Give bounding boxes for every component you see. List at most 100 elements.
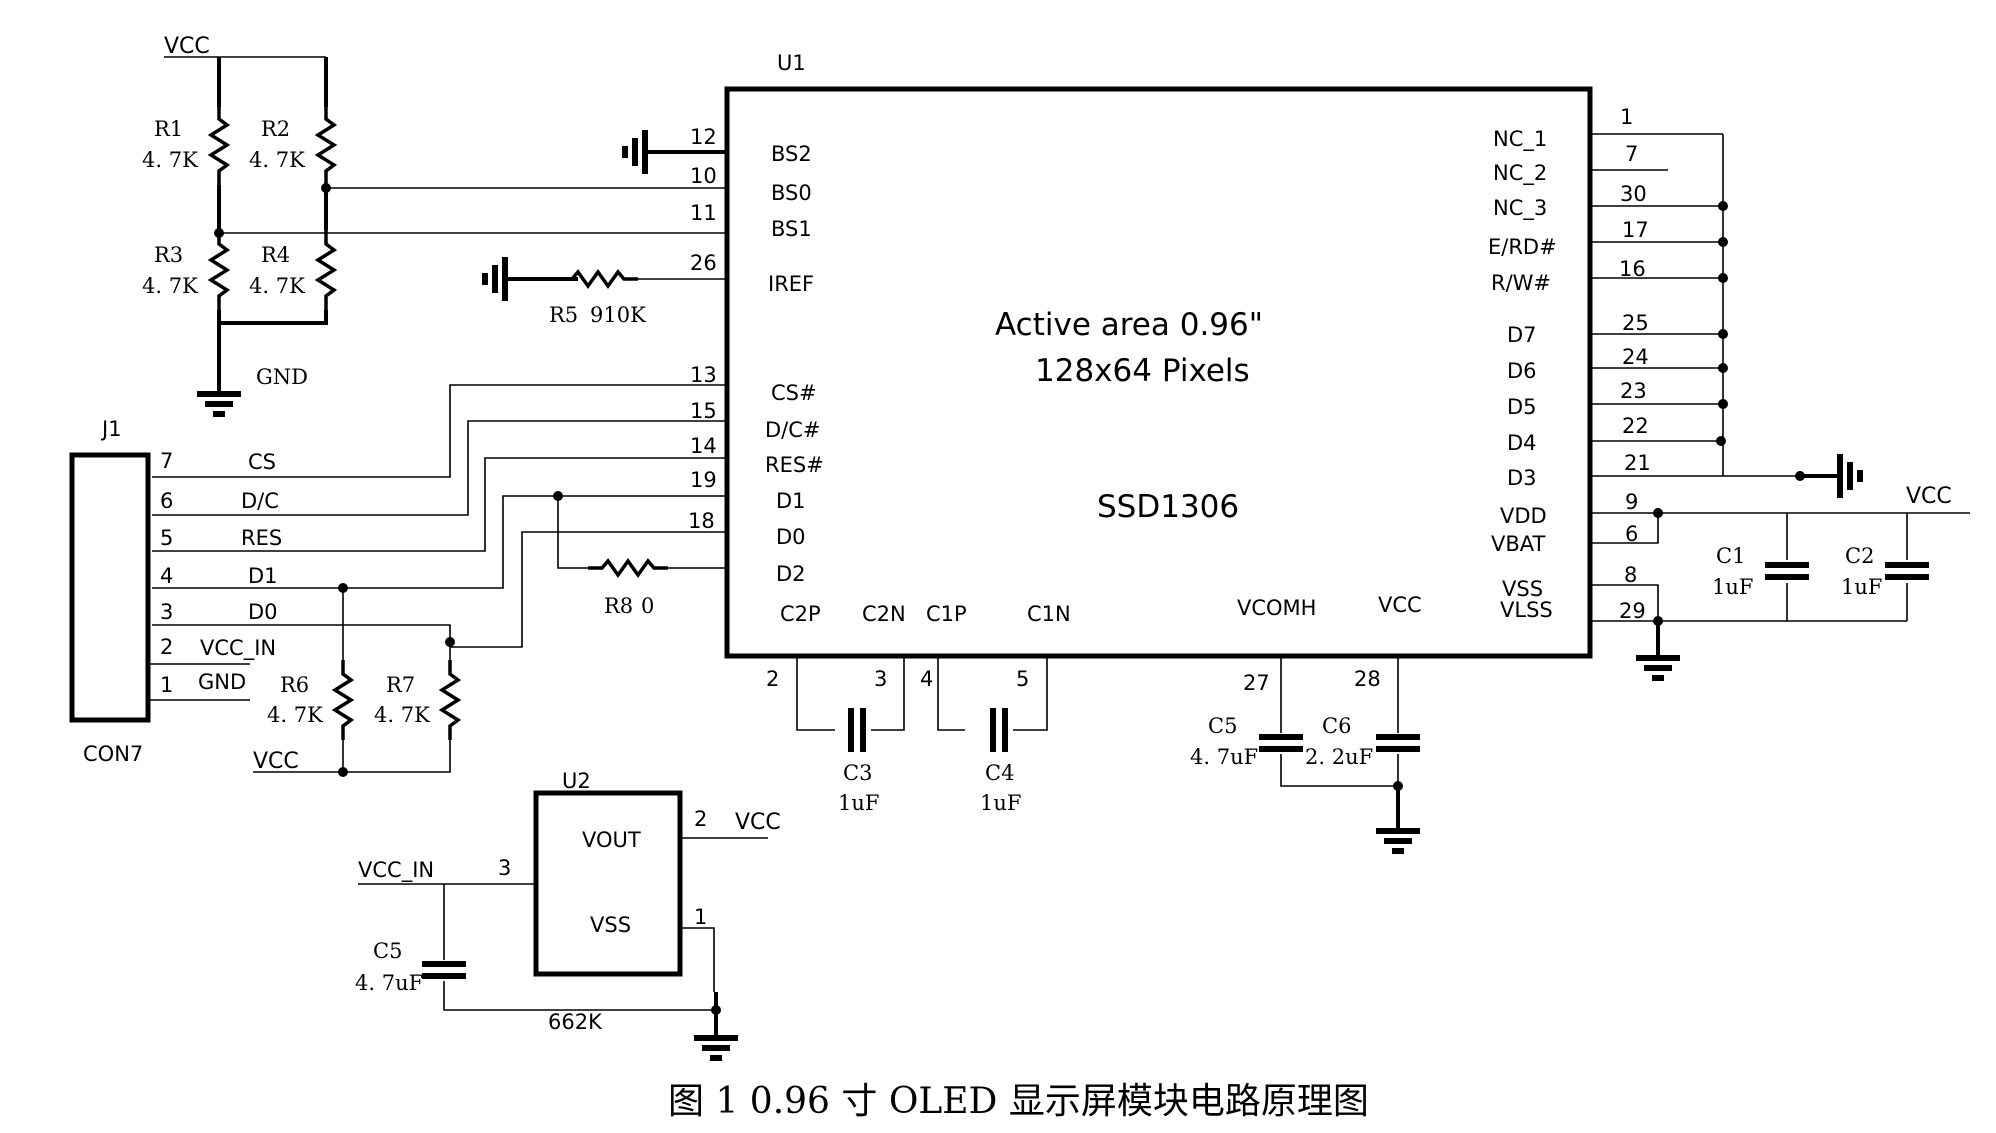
u1-ref: U1	[777, 51, 806, 75]
u1-pin-num: 9	[1625, 490, 1638, 514]
u2-pin-num: 3	[498, 856, 511, 880]
net-label-vcc: VCC	[1906, 484, 1952, 509]
u2-ref: U2	[562, 769, 591, 793]
wire	[871, 656, 905, 731]
wire-cs	[152, 384, 727, 478]
resistor-r1	[209, 103, 229, 187]
wire	[1590, 513, 1659, 544]
wire-r8	[557, 496, 600, 569]
junction	[1718, 363, 1728, 373]
u1-pin-name: D2	[776, 562, 806, 586]
j1-ref: J1	[100, 417, 122, 441]
j1-pin-num: 5	[160, 526, 173, 550]
resistor-ref: R1	[154, 117, 183, 141]
net-label-vcc: VCC	[735, 810, 781, 835]
junction	[338, 767, 348, 777]
u2-pin-num: 2	[694, 807, 707, 831]
u1-left-wiring	[152, 130, 727, 648]
u1-pin-num: 25	[1622, 311, 1649, 335]
u1-pin-name: D1	[776, 489, 806, 513]
u1-pin-num: 7	[1625, 142, 1638, 166]
ground-icon	[1636, 658, 1680, 678]
u1-pin-name: D0	[776, 525, 806, 549]
resistor-ref: R2	[261, 117, 290, 141]
u1-pin-num: 4	[920, 667, 933, 691]
j1-pin-num: 7	[160, 449, 173, 473]
capacitor-ref: C2	[1845, 544, 1874, 568]
u1-pin-name: D3	[1507, 466, 1537, 490]
j1-connector: J1 CON7 7 6 5 4 3 2 1 CS D/C RES D1 D0 V…	[69, 417, 282, 766]
capacitor-c3	[851, 708, 863, 752]
j1-pin-name: D/C	[241, 489, 279, 513]
resistor-value: 0	[641, 594, 654, 618]
resistor-ref: R4	[261, 243, 290, 267]
junction	[1716, 436, 1726, 446]
resistor-r7	[440, 658, 460, 742]
capacitor-c5-u2	[422, 964, 466, 976]
u1-pin-num: 8	[1624, 563, 1637, 587]
wire-d0	[152, 624, 451, 647]
u1-pin-num: 15	[690, 399, 717, 423]
wire	[253, 740, 451, 773]
u1-pin-name: NC_3	[1493, 196, 1547, 221]
capacitor-c5	[1259, 737, 1303, 749]
u1-body	[724, 86, 1593, 659]
u1-pin-num: 5	[1016, 667, 1029, 691]
wire	[680, 927, 715, 992]
u1-pin-name: D5	[1507, 395, 1537, 419]
capacitor-c4	[993, 708, 1005, 752]
net-label-gnd: GND	[256, 365, 308, 389]
wire	[1013, 656, 1048, 731]
u1-pin-name: E/RD#	[1488, 235, 1557, 259]
u1-pin-num: 1	[1620, 105, 1633, 129]
u1-pin-num: 16	[1619, 257, 1646, 281]
junction	[1718, 329, 1728, 339]
j1-pin-num: 6	[160, 489, 173, 513]
u1-pin-num: 17	[1622, 218, 1649, 242]
u1-pin-name: NC_2	[1493, 161, 1547, 186]
capacitor-ref: C4	[985, 761, 1014, 785]
u1-pin-name: VCC	[1378, 593, 1422, 617]
wire	[1590, 584, 1659, 621]
wire-dc	[152, 420, 727, 516]
u1-pin-name: BS2	[771, 142, 812, 166]
u1-pin-name: C1N	[1027, 602, 1071, 626]
j1-pin-name: D0	[248, 600, 278, 624]
j1-pin-num: 4	[160, 564, 173, 588]
resistor-value: 4. 7K	[267, 703, 323, 727]
capacitor-value: 1uF	[1841, 575, 1882, 599]
j1-pin-num: 2	[160, 635, 173, 659]
u1-pin-num: 22	[1622, 414, 1649, 438]
junction	[1718, 237, 1728, 247]
wire	[1280, 754, 1398, 787]
u2-regulator: U2 VOUT VSS 2 3 1 VCC VCC_IN C5 4. 7uF 6…	[355, 769, 781, 1058]
net-label-vcc-in: VCC_IN	[358, 858, 434, 883]
u1-pin-num: 27	[1243, 671, 1270, 695]
u1-pin-num: 12	[690, 125, 717, 149]
u1-pin-name: VDD	[1500, 504, 1547, 528]
u1-pin-name: D4	[1507, 431, 1537, 455]
resistor-value: 910K	[590, 303, 646, 327]
u1-pin-num: 28	[1354, 667, 1381, 691]
u1-pin-name: IREF	[768, 272, 814, 296]
resistor-value: 4. 7K	[249, 274, 305, 298]
wire	[443, 981, 716, 1011]
wire	[219, 310, 328, 325]
j1-pin-name: D1	[248, 564, 278, 588]
capacitor-value: 1uF	[1712, 575, 1753, 599]
u1-pin-num: 13	[690, 363, 717, 387]
resistor-r6	[333, 658, 353, 742]
u1-pin-name: D/C#	[765, 418, 821, 442]
u1-pin-num: 23	[1620, 379, 1647, 403]
u1-pin-num: 18	[688, 509, 715, 533]
capacitor-c2	[1885, 565, 1929, 577]
u1-pin-name: C2N	[862, 602, 906, 626]
j1-pin-name: CS	[248, 450, 276, 474]
u1-pin-num: 2	[766, 667, 779, 691]
u1-pin-name: D7	[1507, 323, 1537, 347]
pullup-resistors: VCC R6 4. 7K R7 4. 7K	[253, 583, 460, 777]
j1-body	[69, 452, 151, 723]
junction	[321, 183, 331, 193]
u1-pin-num: 26	[690, 251, 717, 275]
capacitor-ref: C5	[1208, 714, 1237, 738]
